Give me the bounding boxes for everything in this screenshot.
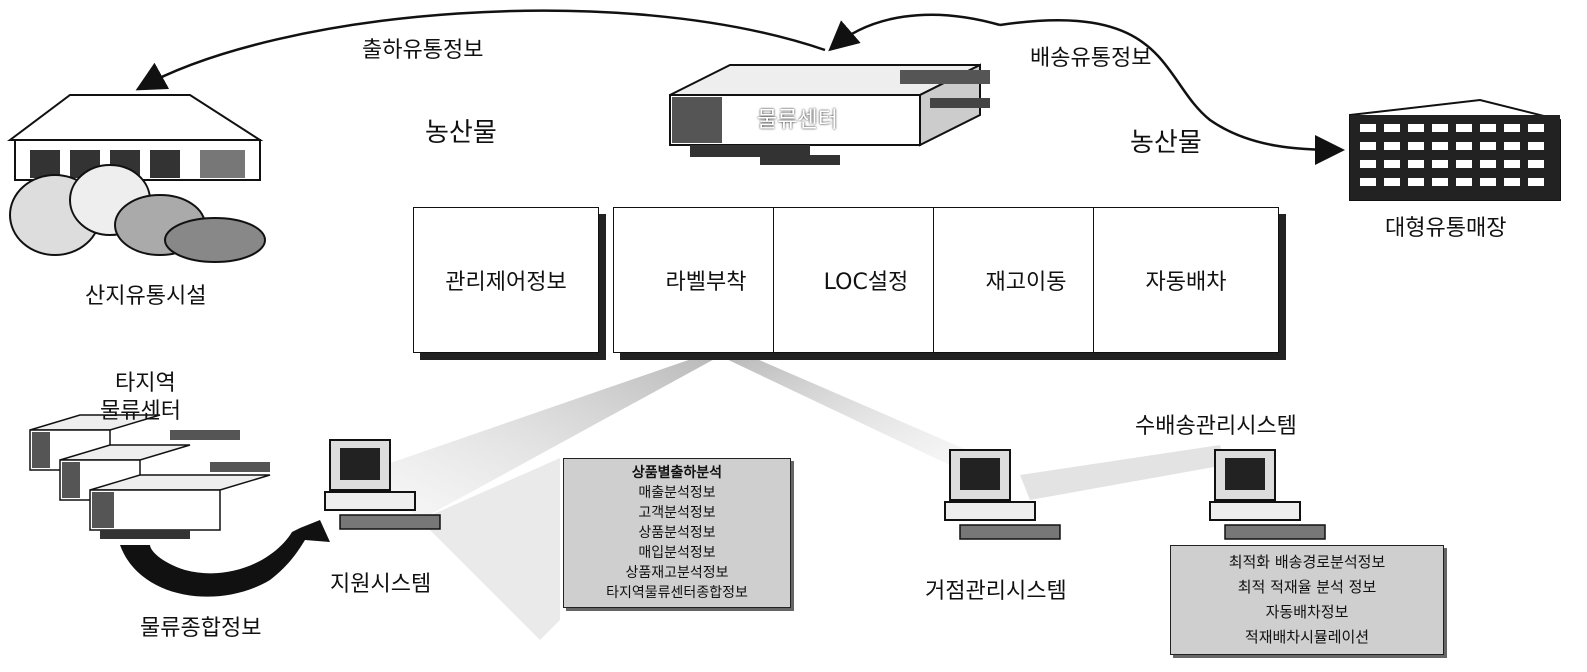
beam-to-hub bbox=[720, 356, 990, 470]
arrow-to-center bbox=[828, 13, 1001, 52]
transport-info-panel: 최적화 배송경로분석정보 최적 적재율 분석 정보 자동배차정보 적재배차시뮬레… bbox=[1170, 545, 1444, 655]
support-system-label: 지원시스템 bbox=[330, 572, 432, 597]
function-box-inventory-move: 재고이동 bbox=[933, 207, 1119, 353]
beam-hub-to-transport bbox=[1020, 445, 1225, 500]
other-region-label-1: 타지역 bbox=[115, 371, 176, 396]
transport-item: 최적 적재율 분석 정보 bbox=[1237, 578, 1377, 596]
other-region-center-illustration bbox=[29, 414, 271, 539]
support-item: 매출분석정보 bbox=[638, 485, 716, 501]
function-box-auto-dispatch: 자동배차 bbox=[1093, 207, 1279, 353]
hub-computer-illustration bbox=[944, 449, 1061, 540]
transport-computer-illustration bbox=[1209, 449, 1326, 540]
other-region-label-2: 물류센터 bbox=[100, 399, 181, 424]
logistics-center-illustration bbox=[669, 63, 990, 165]
support-item: 매입분석정보 bbox=[638, 545, 716, 561]
shipping-info-label: 출하유통정보 bbox=[362, 38, 484, 63]
support-item: 상품별출하분석 bbox=[631, 465, 723, 481]
logistics-center-label: 물류센터 bbox=[757, 108, 838, 133]
production-facility-illustration bbox=[7, 94, 266, 263]
support-item: 상품분석정보 bbox=[638, 525, 716, 541]
transport-system-label: 수배송관리시스템 bbox=[1135, 414, 1297, 439]
produce-label-right: 농산물 bbox=[1130, 128, 1202, 158]
transport-item: 자동배차정보 bbox=[1265, 603, 1349, 621]
support-item: 고객분석정보 bbox=[638, 505, 716, 521]
transport-item: 적재배차시뮬레이션 bbox=[1244, 628, 1370, 646]
hub-system-label: 거점관리시스템 bbox=[925, 579, 1067, 604]
function-box-loc-setting: LOC설정 bbox=[773, 207, 959, 353]
produce-label-left: 농산물 bbox=[425, 118, 497, 148]
function-box-control-info: 관리제어정보 bbox=[413, 207, 599, 353]
support-item: 상품재고분석정보 bbox=[625, 565, 729, 581]
transport-item: 최적화 배송경로분석정보 bbox=[1228, 553, 1386, 571]
support-item: 타지역물류센터종합정보 bbox=[606, 585, 748, 601]
support-info-panel: 상품별출하분석 매출분석정보 고객분석정보 상품분석정보 매입분석정보 상품재고… bbox=[563, 458, 791, 608]
beam-support-panel bbox=[420, 458, 560, 640]
arrow-integrated bbox=[120, 520, 330, 597]
delivery-info-label: 배송유통정보 bbox=[1030, 46, 1152, 71]
arrow-to-store bbox=[999, 19, 1345, 165]
production-facility-label: 산지유통시설 bbox=[85, 284, 207, 309]
integrated-info-label: 물류종합정보 bbox=[140, 616, 262, 641]
function-box-labeling: 라벨부착 bbox=[613, 207, 799, 353]
large-store-illustration bbox=[1349, 98, 1561, 201]
beam-to-support bbox=[370, 356, 720, 520]
support-computer-illustration bbox=[324, 439, 441, 530]
large-store-label: 대형유통매장 bbox=[1385, 216, 1507, 241]
arrow-to-production bbox=[135, 9, 826, 91]
